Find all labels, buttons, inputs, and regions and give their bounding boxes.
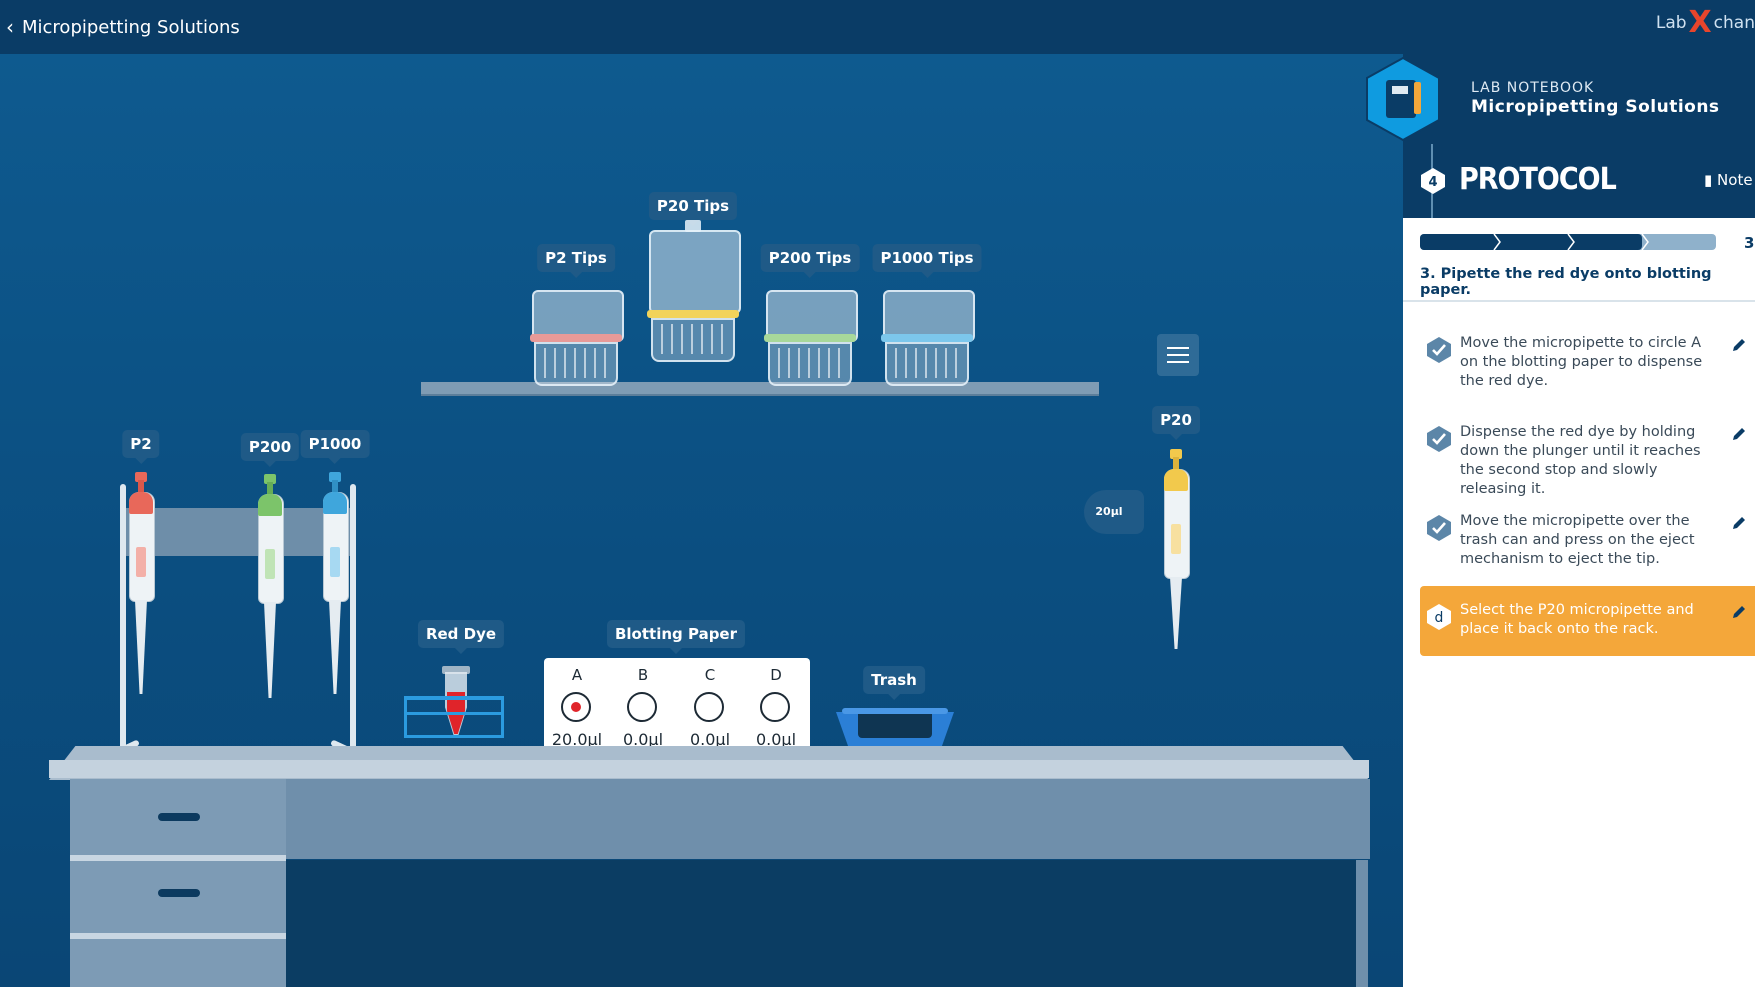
step-title: 3. Pipette the red dye onto blotting pap… — [1420, 266, 1712, 298]
red-dye-label: Red Dye — [417, 620, 505, 654]
circle-volume: 20.0µl — [551, 730, 603, 749]
task-item[interactable]: Dispense the red dye by holding down the… — [1420, 423, 1755, 497]
labxchange-logo: Lab X chan — [1655, 5, 1755, 40]
back-button[interactable]: ‹ Micropipetting Solutions — [6, 14, 240, 40]
p2-tips-box[interactable] — [530, 290, 624, 386]
pencil-icon[interactable] — [1730, 425, 1748, 443]
pencil-icon[interactable] — [1730, 603, 1748, 621]
drawer-handle — [158, 813, 200, 821]
red-dye-tube[interactable] — [404, 666, 508, 756]
circle-volume: 0.0µl — [622, 730, 664, 749]
circle-letter: B — [637, 666, 649, 684]
notes-button[interactable]: ▮ Note — [1704, 171, 1753, 189]
drawer-bottom[interactable] — [70, 939, 286, 987]
logo-text-lab: Lab — [1655, 13, 1687, 33]
task-letter-hex-icon: d — [1427, 604, 1451, 630]
trash-bin[interactable] — [836, 704, 954, 752]
task-text: Move the micropipette to circle A on the… — [1460, 335, 1703, 389]
task-text: Move the micropipette over the trash can… — [1460, 513, 1695, 567]
circle-volume: 0.0µl — [755, 730, 797, 749]
top-bar: ‹ Micropipetting Solutions Lab X chan — [0, 0, 1755, 54]
menu-button[interactable] — [1157, 334, 1199, 376]
p200-tips-label: P200 Tips — [760, 244, 860, 278]
blotting-paper: A 20.0µl B 0.0µl C 0.0µl D 0.0µl — [544, 658, 810, 758]
active-task[interactable] — [1420, 586, 1755, 656]
protocol-title: PROTOCOL — [1459, 162, 1617, 197]
notebook-header — [1403, 54, 1755, 144]
check-icon — [1427, 337, 1451, 363]
check-icon — [1427, 515, 1451, 541]
progress-bar — [1420, 234, 1716, 250]
notebook-title: Micropipetting Solutions — [1471, 97, 1720, 117]
volume-bubble: 20µl — [1084, 490, 1144, 534]
p2-rack-label: P2 — [122, 430, 160, 464]
notes-label: Note — [1717, 171, 1753, 189]
p1000-rack-label: P1000 — [300, 430, 370, 464]
notebook-kicker: LAB NOTEBOOK — [1471, 80, 1595, 96]
p20-label: P20 — [1152, 406, 1200, 440]
svg-text:d: d — [1435, 610, 1444, 626]
p20-tips-label: P20 Tips — [648, 192, 738, 226]
circle-letter: D — [770, 666, 782, 684]
notes-icon: ▮ — [1704, 171, 1713, 189]
drawer-top[interactable] — [70, 779, 286, 855]
volume-bubble-text: 20µl — [1095, 505, 1123, 518]
drawer-handle — [158, 889, 200, 897]
p2-micropipette[interactable] — [126, 472, 156, 712]
task-item[interactable]: Move the micropipette over the trash can… — [1420, 512, 1755, 572]
blotting-circle-b[interactable]: B 0.0µl — [610, 658, 676, 758]
p200-micropipette[interactable] — [255, 474, 285, 714]
circle-letter: A — [571, 666, 583, 684]
p2-tips-label: P2 Tips — [537, 244, 615, 278]
blotting-circle-d[interactable]: D 0.0µl — [743, 658, 809, 758]
task-text: Select the P20 micropipette and place it… — [1460, 602, 1694, 637]
p1000-tips-box[interactable] — [881, 290, 975, 386]
tip-shelf — [421, 382, 1099, 396]
p20-tips-box[interactable] — [647, 218, 741, 368]
chevron-left-icon: ‹ — [6, 15, 14, 39]
blotting-circle-c[interactable]: C 0.0µl — [677, 658, 743, 758]
drawer-middle[interactable] — [70, 861, 286, 933]
active-task-content: d Select the P20 micropipette and place … — [1420, 601, 1755, 645]
task-item[interactable]: Move the micropipette to circle A on the… — [1420, 334, 1755, 394]
logo-x: X — [1688, 5, 1712, 40]
p1000-tips-label: P1000 Tips — [872, 244, 982, 278]
svg-text:4: 4 — [1428, 175, 1437, 190]
p1000-micropipette[interactable] — [320, 472, 350, 712]
pencil-icon[interactable] — [1730, 336, 1748, 354]
task-text: Dispense the red dye by holding down the… — [1460, 424, 1701, 497]
step-count: 3 — [1744, 234, 1755, 252]
blotting-circle-a[interactable]: A 20.0µl — [544, 658, 610, 758]
circle-letter: C — [704, 666, 716, 684]
activity-title: Micropipetting Solutions — [22, 16, 240, 38]
lab-scene: P2 Tips P20 Tips P200 Tips P1000 Tips P2… — [0, 54, 1403, 987]
p200-tips-box[interactable] — [764, 290, 858, 386]
notebook-icon[interactable] — [1364, 56, 1442, 142]
hamburger-icon — [1167, 347, 1189, 363]
p200-rack-label: P200 — [240, 433, 300, 467]
blotting-paper-label: Blotting Paper — [606, 620, 746, 654]
circle-volume: 0.0µl — [689, 730, 731, 749]
pencil-icon[interactable] — [1730, 514, 1748, 532]
trash-label: Trash — [863, 666, 925, 700]
divider — [1403, 300, 1755, 302]
step-number-hex-icon: 4 — [1421, 168, 1445, 194]
logo-text-change: chan — [1713, 13, 1755, 33]
check-icon — [1427, 426, 1451, 452]
p20-micropipette[interactable] — [1161, 449, 1191, 689]
